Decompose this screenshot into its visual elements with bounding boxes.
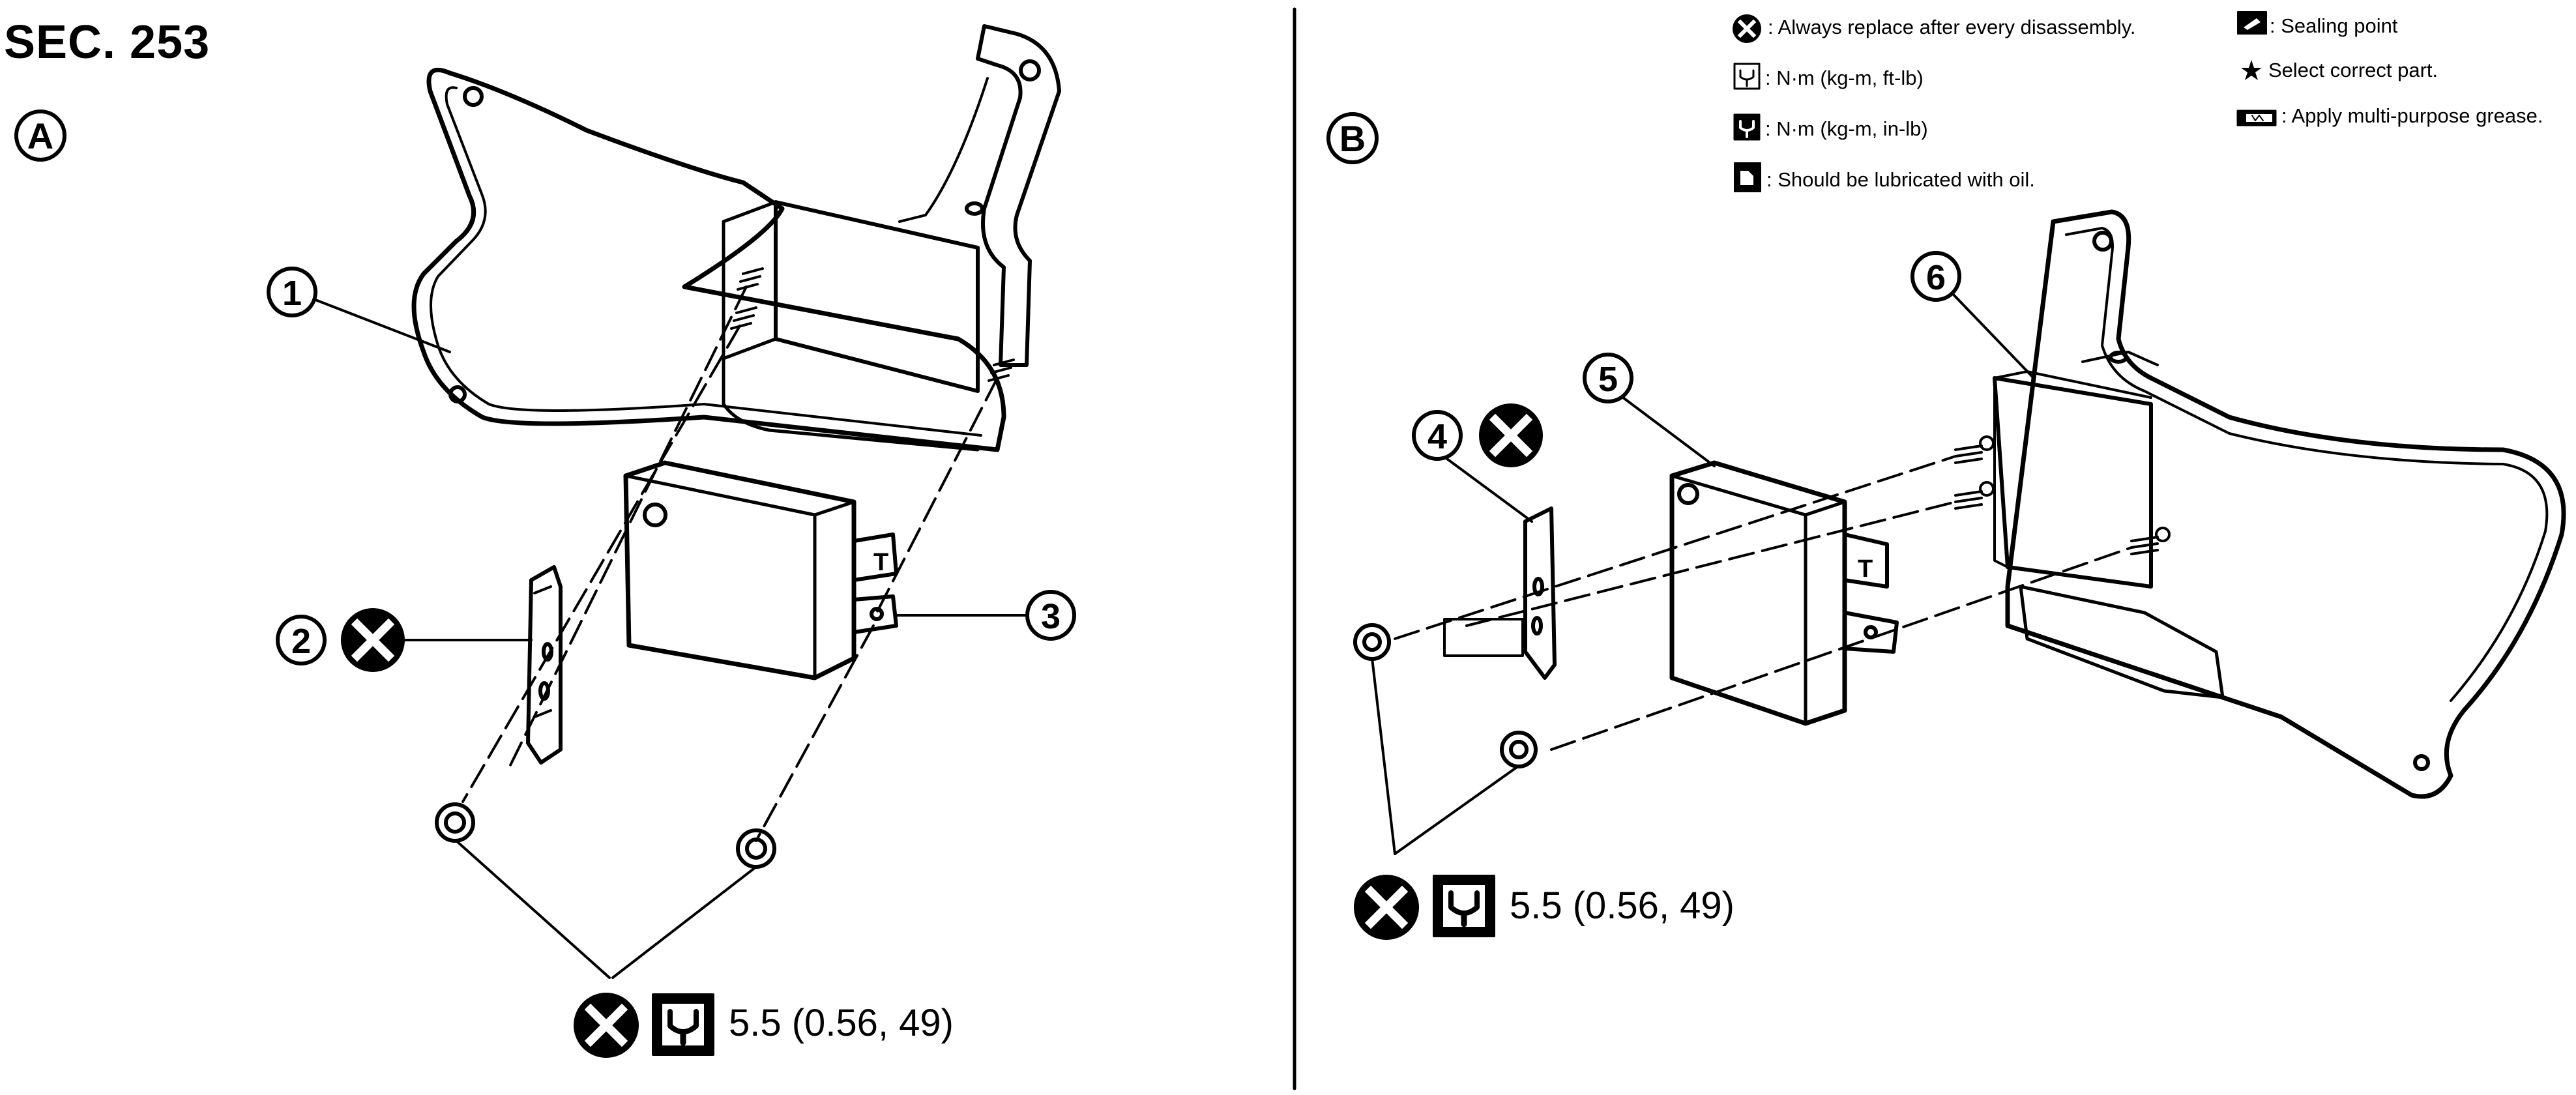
svg-text:1: 1 bbox=[282, 274, 302, 313]
nut-leaders-b bbox=[1371, 657, 1520, 855]
torque-b-replace-icon bbox=[1354, 875, 1419, 940]
torque-spec-a: 5.5 (0.56, 49) bbox=[729, 1002, 954, 1044]
callout-2: 2 bbox=[276, 608, 533, 672]
bracket-b bbox=[1993, 209, 2566, 799]
clip-b bbox=[1443, 506, 1557, 680]
svg-text:2: 2 bbox=[291, 622, 311, 661]
legend-grease-icon bbox=[2236, 110, 2277, 126]
tab-glyph-b: T bbox=[1858, 555, 1873, 583]
torque-a-wrench-icon bbox=[652, 993, 714, 1056]
callout-3: 3 bbox=[896, 590, 1076, 641]
legend-select-part: Select correct part. bbox=[2268, 59, 2438, 81]
legend-sealing-point-icon bbox=[2237, 11, 2267, 35]
legend-torque-inlb-icon bbox=[1733, 113, 1761, 141]
centerlines-a bbox=[461, 285, 999, 842]
view-marker-a-label: A bbox=[27, 115, 53, 156]
legend-always-replace: : Always replace after every disassembly… bbox=[1768, 16, 2136, 38]
torque-b-wrench-icon bbox=[1433, 875, 1495, 937]
nuts-a bbox=[435, 802, 776, 869]
callout-5: 5 bbox=[1583, 353, 1716, 467]
centerlines-b bbox=[1394, 455, 2133, 751]
legend-torque-ftlb: : N·m (kg-m, ft-lb) bbox=[1765, 66, 1924, 89]
control-unit-b: T bbox=[1669, 460, 1899, 726]
legend-replace-icon bbox=[1733, 14, 1761, 43]
legend-star-icon bbox=[2241, 60, 2262, 80]
torque-a-replace-icon bbox=[574, 993, 639, 1058]
nut-leaders-a bbox=[455, 840, 757, 979]
studs-b bbox=[1954, 435, 2171, 555]
clip-a bbox=[526, 565, 563, 765]
legend-oil-can-icon bbox=[1734, 162, 1761, 192]
control-unit-a: T bbox=[623, 460, 898, 680]
legend-sealing-point: : Sealing point bbox=[2270, 14, 2398, 37]
svg-text:6: 6 bbox=[1926, 258, 1946, 297]
bracket-a bbox=[411, 24, 1061, 452]
torque-spec-b: 5.5 (0.56, 49) bbox=[1510, 884, 1734, 927]
callout-6: 6 bbox=[1910, 251, 2035, 379]
svg-text:3: 3 bbox=[1041, 597, 1061, 636]
tab-glyph-a: T bbox=[873, 549, 888, 576]
svg-text:5: 5 bbox=[1598, 360, 1618, 399]
studs-a bbox=[730, 267, 1015, 382]
view-marker-b-label: B bbox=[1339, 118, 1366, 159]
legend-torque-ftlb-icon bbox=[1733, 63, 1761, 90]
svg-text:4: 4 bbox=[1427, 417, 1447, 456]
callout-4: 4 bbox=[1412, 403, 1543, 523]
legend-grease: : Apply multi-purpose grease. bbox=[2281, 104, 2543, 127]
view-marker-b: B bbox=[1326, 112, 1379, 164]
legend-lubricate-oil: : Should be lubricated with oil. bbox=[1766, 168, 2035, 191]
section-title: SEC. 253 bbox=[4, 16, 211, 68]
legend-torque-inlb: : N·m (kg-m, in-lb) bbox=[1765, 117, 1928, 140]
view-marker-a: A bbox=[14, 110, 66, 162]
callout-1: 1 bbox=[267, 267, 451, 353]
